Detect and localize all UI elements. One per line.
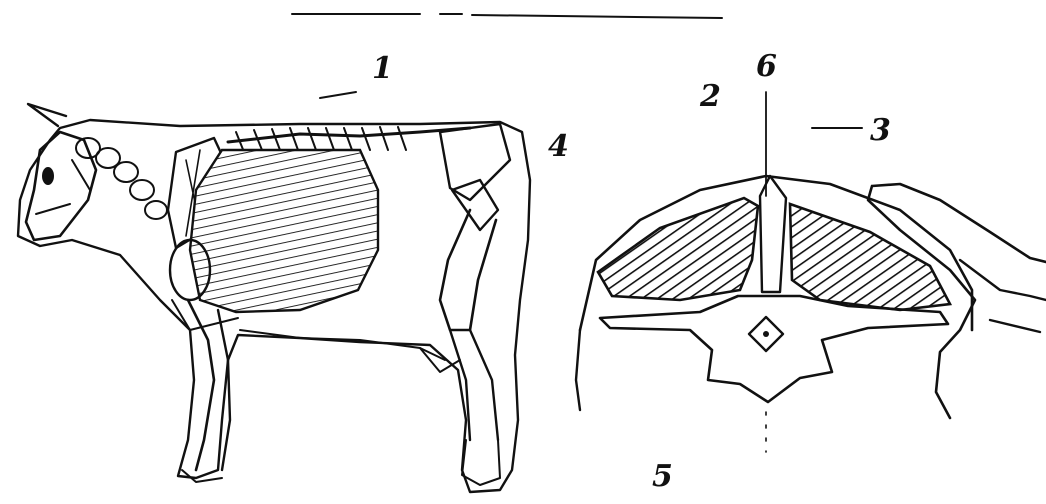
right-muscle [790,204,950,310]
cross-section-drawing [576,92,1046,452]
ribcage [190,150,378,312]
spinous-process [760,176,786,292]
label-5: 5 [652,459,673,494]
spine [228,127,470,152]
label-6: 6 [756,49,777,84]
label-3: 3 [870,113,891,148]
left-muscle [598,198,758,300]
vertebra [600,296,948,402]
label-4: 4 [548,129,569,164]
neck-vertebrae [76,138,167,219]
cow-skeleton-drawing [18,92,530,492]
header-scribble [292,14,722,18]
label-1: 1 [372,51,393,86]
pelvis [440,124,510,200]
label-2: 2 [699,79,721,114]
